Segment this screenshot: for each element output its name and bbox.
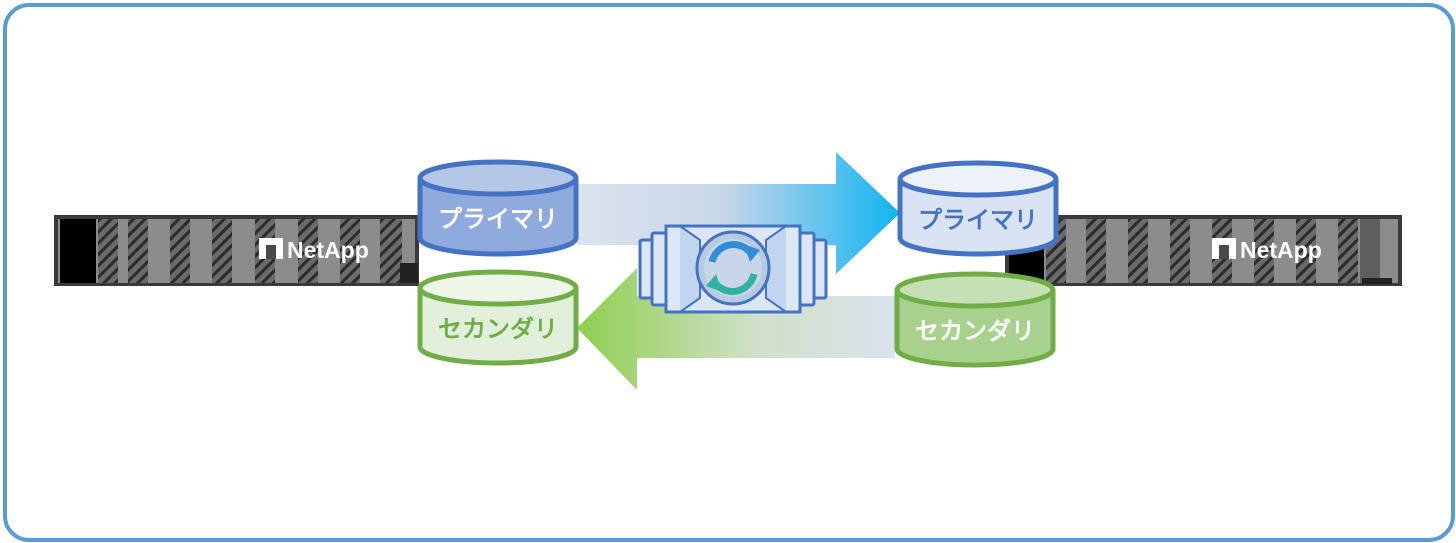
left-netapp-brand: NetApp: [287, 237, 369, 263]
left-primary-label: プライマリ: [438, 205, 558, 233]
netapp-logo-icon: [1212, 238, 1236, 259]
right-netapp-logo: NetApp: [1212, 237, 1322, 263]
left-primary-volume: プライマリ: [417, 159, 579, 257]
left-secondary-label: セカンダリ: [438, 315, 558, 343]
netapp-logo-icon: [259, 238, 283, 259]
left-netapp-logo: NetApp: [259, 237, 369, 263]
right-primary-label: プライマリ: [918, 206, 1038, 234]
sync-icon: [695, 230, 771, 306]
right-primary-volume: プライマリ: [897, 160, 1059, 257]
replication-connector: [638, 224, 828, 314]
left-secondary-volume: セカンダリ: [417, 269, 579, 366]
right-secondary-label: セカンダリ: [915, 317, 1035, 345]
right-storage-array: [1005, 215, 1402, 286]
left-storage-array: [54, 215, 419, 286]
right-netapp-brand: NetApp: [1240, 237, 1322, 263]
right-secondary-volume: セカンダリ: [894, 271, 1056, 368]
